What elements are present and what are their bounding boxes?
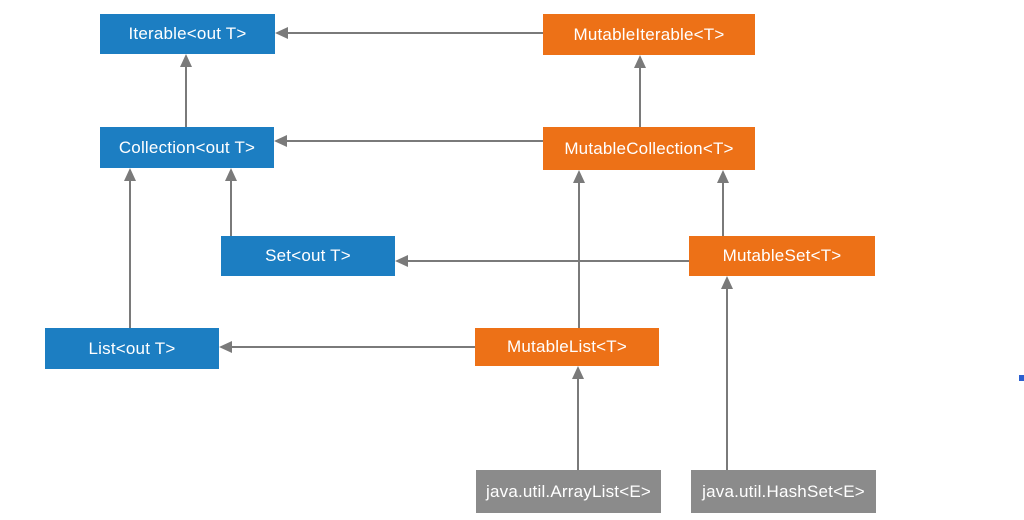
node-mutable-list: MutableList<T> [475, 328, 659, 366]
edge-mutable-list-to-mutable-collection [578, 181, 580, 328]
edge-collection-to-iterable [185, 65, 187, 127]
edge-hashset-to-mutable-set [726, 287, 728, 470]
arrowhead-up-icon [634, 55, 646, 68]
edge-arraylist-to-mutable-list [577, 377, 579, 470]
arrowhead-left-icon [275, 27, 288, 39]
node-mutable-iterable: MutableIterable<T> [543, 14, 755, 55]
arrowhead-up-icon [721, 276, 733, 289]
edge-list-to-collection [129, 179, 131, 328]
node-arraylist: java.util.ArrayList<E> [476, 470, 661, 513]
node-hashset: java.util.HashSet<E> [691, 470, 876, 513]
blue-dot-artifact [1019, 375, 1024, 381]
arrowhead-up-icon [124, 168, 136, 181]
arrowhead-up-icon [573, 170, 585, 183]
edge-mutable-set-to-mutable-collection [722, 181, 724, 236]
node-mutable-collection: MutableCollection<T> [543, 127, 755, 170]
node-list: List<out T> [45, 328, 219, 369]
edge-mutable-collection-to-mutable-iterable [639, 66, 641, 127]
node-collection: Collection<out T> [100, 127, 274, 168]
edge-mutable-set-to-set [406, 260, 689, 262]
arrowhead-up-icon [180, 54, 192, 67]
arrowhead-up-icon [572, 366, 584, 379]
edge-set-to-collection [230, 179, 232, 236]
arrowhead-up-icon [225, 168, 237, 181]
arrowhead-left-icon [274, 135, 287, 147]
arrowhead-left-icon [395, 255, 408, 267]
node-set: Set<out T> [221, 236, 395, 276]
edge-mutable-collection-to-collection [285, 140, 543, 142]
edge-mutable-iterable-to-iterable [286, 32, 543, 34]
arrowhead-up-icon [717, 170, 729, 183]
arrowhead-left-icon [219, 341, 232, 353]
node-mutable-set: MutableSet<T> [689, 236, 875, 276]
node-iterable: Iterable<out T> [100, 14, 275, 54]
edge-mutable-list-to-list [230, 346, 475, 348]
